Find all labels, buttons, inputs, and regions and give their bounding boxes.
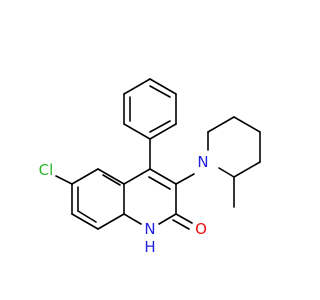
molecule-structure-diagram: Cl N N H O	[38, 78, 261, 256]
bond	[123, 168, 151, 185]
bond	[149, 168, 177, 185]
piperidine-nitrogen-label: N	[197, 153, 208, 171]
chlorine-atom-label: Cl	[39, 161, 54, 179]
atom-labels: Cl N N H O	[39, 153, 209, 256]
bond	[97, 213, 125, 230]
bond	[172, 219, 190, 230]
bond	[149, 78, 177, 95]
bond	[175, 173, 195, 185]
bond	[149, 123, 177, 140]
bond	[71, 168, 99, 185]
bond	[55, 175, 73, 185]
carbonyl-oxygen-label: O	[195, 220, 207, 238]
bond	[233, 161, 261, 178]
bond	[149, 85, 171, 98]
bond	[102, 174, 121, 186]
bond	[218, 167, 235, 178]
bond	[123, 123, 151, 140]
amide-hydrogen-label: H	[144, 238, 155, 256]
bond	[175, 213, 193, 224]
bond	[71, 213, 99, 230]
bond	[123, 78, 151, 95]
bond	[123, 213, 142, 225]
bond	[149, 120, 171, 133]
bond	[77, 210, 97, 223]
bond	[233, 116, 261, 133]
bond	[207, 116, 235, 133]
bond	[97, 168, 125, 185]
amide-nitrogen-label: N	[144, 220, 155, 238]
bond	[158, 213, 177, 225]
bond	[148, 176, 171, 190]
bonds	[55, 78, 261, 230]
